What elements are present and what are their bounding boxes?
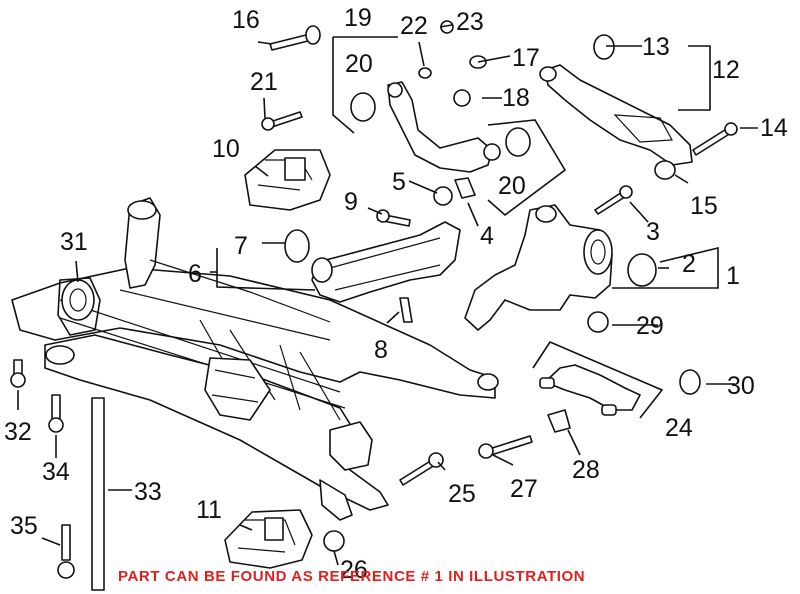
callout-32: 32	[4, 418, 32, 446]
reference-note: PART CAN BE FOUND AS REFERENCE # 1 IN IL…	[118, 568, 586, 585]
callout-12: 12	[712, 56, 740, 84]
callout-29: 29	[636, 312, 664, 340]
callout-27: 27	[510, 475, 538, 503]
callout-11: 11	[196, 496, 222, 524]
subframe	[11, 197, 499, 521]
control-arm-6	[284, 221, 461, 303]
knuckle-1	[464, 204, 657, 333]
callout-2: 2	[682, 250, 696, 278]
callout-24: 24	[665, 414, 693, 442]
callout-19: 19	[344, 4, 372, 32]
callout-1: 1	[726, 262, 740, 290]
callout-3: 3	[646, 218, 660, 246]
callout-28: 28	[572, 456, 600, 484]
callout-23: 23	[456, 8, 484, 36]
callout-31: 31	[60, 228, 88, 256]
callout-16: 16	[232, 6, 260, 34]
callout-15: 15	[690, 192, 718, 220]
leader-lines	[17, 24, 758, 566]
callout-5: 5	[392, 168, 406, 196]
callout-35: 35	[10, 512, 38, 540]
callout-18: 18	[502, 84, 530, 112]
callout-30: 30	[727, 372, 755, 400]
callout-10: 10	[212, 135, 240, 163]
callout-17: 17	[512, 44, 540, 72]
callout-6: 6	[188, 260, 202, 288]
callout-7: 7	[234, 232, 248, 260]
callout-34: 34	[42, 458, 70, 486]
callout-22: 22	[400, 12, 428, 40]
callout-33: 33	[134, 478, 162, 506]
callout-numbers: 1 2 3 4 5 6 7 8 9 10 11 12 13 14 15 16 1…	[4, 4, 788, 584]
callout-4: 4	[480, 222, 494, 250]
callout-9: 9	[344, 188, 358, 216]
callout-26: 26	[340, 556, 368, 584]
callout-8: 8	[374, 336, 388, 364]
lower-arm-12	[539, 34, 693, 180]
callout-14: 14	[760, 114, 788, 142]
callout-20-bottom: 20	[498, 172, 526, 200]
link-24	[532, 341, 701, 433]
mount-11	[224, 509, 313, 569]
upper-arm-19	[332, 36, 567, 217]
callout-21: 21	[250, 68, 278, 96]
callout-13: 13	[642, 33, 670, 61]
callout-25: 25	[448, 480, 476, 508]
mount-10	[244, 149, 331, 211]
callout-20-top: 20	[345, 50, 373, 78]
